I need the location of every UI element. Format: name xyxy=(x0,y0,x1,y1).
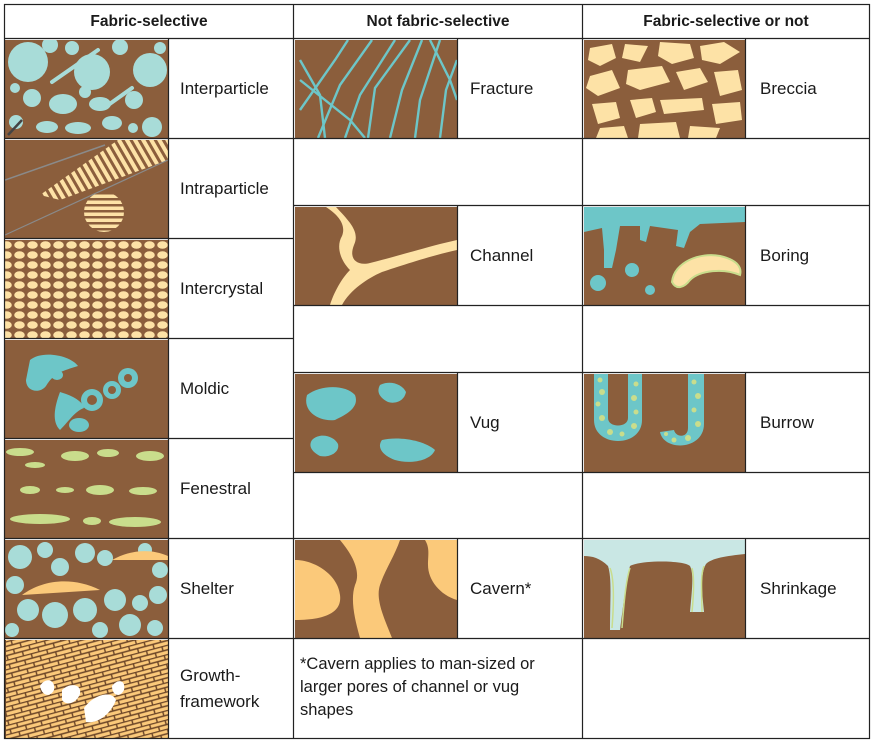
label-intercrystal: Intercrystal xyxy=(180,278,264,298)
channel-porosity-icon xyxy=(295,207,457,305)
shelter-porosity-icon xyxy=(5,540,168,638)
table-grid xyxy=(3,3,871,740)
shrinkage-porosity-icon xyxy=(584,540,745,638)
header-not-fabric-selective: Not fabric-selective xyxy=(366,12,510,30)
cavern-porosity-icon xyxy=(295,540,457,638)
label-breccia: Breccia xyxy=(760,78,817,98)
header-fabric-selective: Fabric-selective xyxy=(90,12,208,30)
label-interparticle: Interparticle xyxy=(180,78,269,98)
vug-porosity-icon xyxy=(295,374,457,472)
label-growth-framework: Growth- framework xyxy=(180,665,260,711)
boring-porosity-icon xyxy=(584,207,745,305)
interparticle-porosity-icon xyxy=(5,40,168,138)
label-channel: Channel xyxy=(470,245,534,265)
cavern-footnote: *Cavern applies to man-sized or larger p… xyxy=(300,655,535,719)
label-fracture: Fracture xyxy=(470,78,534,98)
burrow-porosity-icon xyxy=(584,374,745,472)
growth-framework-porosity-icon xyxy=(5,640,168,738)
label-burrow: Burrow xyxy=(760,412,814,432)
moldic-porosity-icon xyxy=(5,340,168,438)
label-intraparticle: Intraparticle xyxy=(180,178,269,198)
label-shelter: Shelter xyxy=(180,578,234,598)
fracture-porosity-icon xyxy=(295,40,457,138)
intercrystal-porosity-icon xyxy=(5,240,168,338)
intraparticle-porosity-icon xyxy=(5,140,168,238)
label-boring: Boring xyxy=(760,245,810,265)
label-fenestral: Fenestral xyxy=(180,478,251,498)
label-moldic: Moldic xyxy=(180,378,230,398)
label-vug: Vug xyxy=(470,412,500,432)
label-cavern: Cavern* xyxy=(470,578,532,598)
breccia-porosity-icon xyxy=(584,40,745,138)
fenestral-porosity-icon xyxy=(5,440,168,538)
label-shrinkage: Shrinkage xyxy=(760,578,837,598)
header-fabric-selective-or-not: Fabric-selective or not xyxy=(643,12,809,30)
